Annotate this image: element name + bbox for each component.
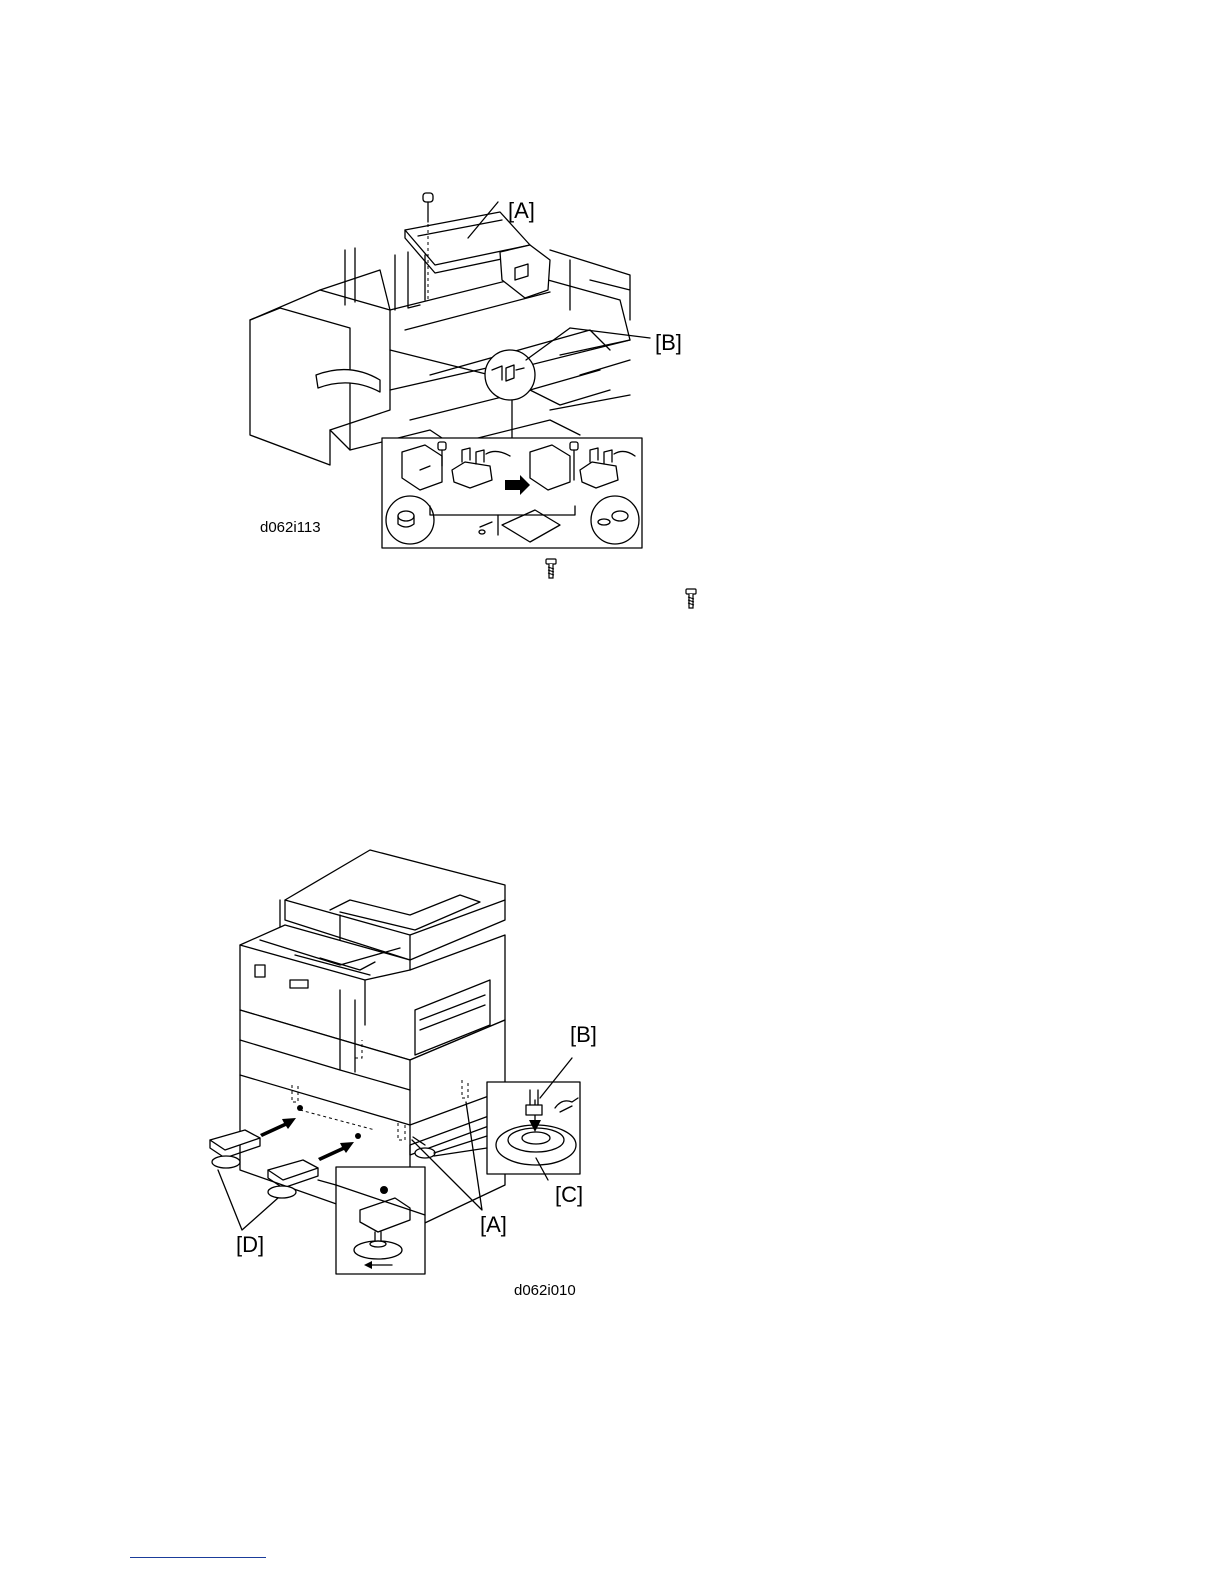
cover-bracket <box>500 245 550 298</box>
figure-tray-sensor-bracket: [A] [B] <box>230 180 700 580</box>
leader-b <box>526 328 570 360</box>
callout-a: [A] <box>480 1212 507 1237</box>
figure-code: d062i010 <box>514 1282 576 1299</box>
screw-icon <box>684 588 698 615</box>
tray-illustration: [A] [B] <box>230 180 700 580</box>
footer-link-underline[interactable] <box>130 1557 266 1558</box>
callout-c: [C] <box>555 1182 583 1207</box>
figure-stabilizer-installation: [D] [B] [C] [A] d062i010 <box>200 840 620 1310</box>
callout-b: [B] <box>570 1022 597 1047</box>
screw <box>423 193 433 202</box>
callout-a: [A] <box>508 198 535 223</box>
copier-illustration: [D] [B] [C] [A] d062i010 <box>200 840 620 1310</box>
callout-d: [D] <box>236 1232 264 1257</box>
screw-icon <box>544 558 558 585</box>
figure-code: d062i113 <box>260 519 321 536</box>
detail-circle <box>485 350 535 400</box>
callout-b: [B] <box>655 330 682 355</box>
